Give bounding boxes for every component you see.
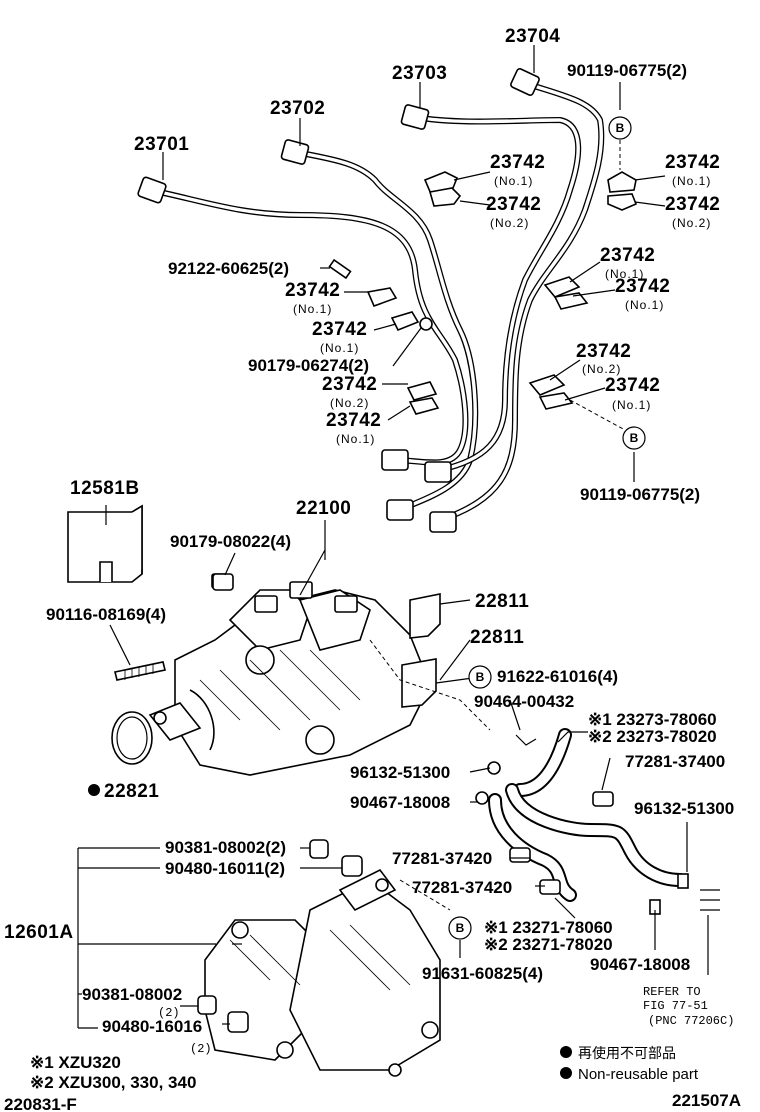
label-90467-a: 90467-18008 bbox=[350, 793, 450, 812]
non-reusable-marker-22821 bbox=[88, 784, 100, 796]
ref-b-label-4: B bbox=[456, 921, 465, 935]
label-90480-b: 90480-16016 bbox=[102, 1017, 202, 1036]
label-12581b: 12581B bbox=[70, 478, 140, 499]
label-23273-2: ※2 23273-78020 bbox=[588, 727, 717, 746]
o-ring-22821 bbox=[111, 711, 153, 765]
label-clamp-tr2-sub: (No.2) bbox=[672, 216, 711, 230]
label-clamp-r4-sub: (No.1) bbox=[612, 398, 651, 412]
label-clamp-tc2-sub: (No.2) bbox=[490, 216, 529, 230]
label-clamp-tc1-sub: (No.1) bbox=[494, 174, 533, 188]
label-23271-1: ※1 23271-78060 bbox=[484, 918, 613, 937]
label-90464: 90464-00432 bbox=[474, 692, 574, 711]
bracket-22811 bbox=[401, 593, 441, 708]
legend-marker-1 bbox=[560, 1046, 572, 1058]
label-91622: 91622-61016(4) bbox=[497, 667, 618, 686]
image-id: 221507A bbox=[672, 1091, 741, 1110]
ref-b-label-1: B bbox=[616, 121, 625, 135]
ref-b-circle-3 bbox=[468, 665, 492, 689]
label-90116: 90116-08169(4) bbox=[46, 605, 166, 624]
injection-pump-22100 bbox=[148, 549, 431, 776]
label-clamp-l2-sub: (No.1) bbox=[320, 341, 359, 355]
label-22821: 22821 bbox=[104, 781, 159, 802]
label-90119-top: 90119-06775(2) bbox=[567, 61, 687, 80]
label-clamp-l3-sub: (No.2) bbox=[330, 396, 369, 410]
label-96132-a: 96132-51300 bbox=[634, 799, 734, 818]
label-90381-b: 90381-08002 bbox=[82, 985, 182, 1004]
pump-bracket-12601a bbox=[197, 839, 441, 1077]
label-90381-b-qty: (2) bbox=[158, 1006, 180, 1020]
injection-pipes bbox=[137, 68, 605, 533]
gasket-12581b bbox=[67, 504, 143, 583]
label-clamp-r2-sub: (No.1) bbox=[625, 298, 664, 312]
label-clamp-l1-sub: (No.1) bbox=[293, 302, 332, 316]
label-90179-06274: 90179-06274(2) bbox=[248, 356, 369, 375]
label-77281-c: 77281-37420 bbox=[412, 878, 512, 897]
ref-b-label-3: B bbox=[476, 670, 485, 684]
fuel-hoses bbox=[475, 728, 689, 915]
label-clamp-tr1-sub: (No.1) bbox=[672, 174, 711, 188]
label-77281-b: 77281-37420 bbox=[392, 849, 492, 868]
label-90179-08022: 90179-08022(4) bbox=[170, 532, 291, 551]
label-90119-mid: 90119-06775(2) bbox=[580, 485, 700, 504]
label-clamp-r1: 23742 bbox=[600, 245, 655, 266]
label-23702: 23702 bbox=[270, 98, 325, 119]
label-clamp-l3: 23742 bbox=[322, 374, 377, 395]
label-90467-b: 90467-18008 bbox=[590, 955, 690, 974]
ref-b-circle-4 bbox=[448, 916, 472, 940]
pipe-clamps bbox=[328, 171, 638, 415]
bolts bbox=[212, 573, 234, 591]
legend-marker-2 bbox=[560, 1067, 572, 1079]
label-90480-a: 90480-16011(2) bbox=[165, 859, 285, 878]
stud-90116 bbox=[114, 661, 166, 681]
label-clamp-l1: 23742 bbox=[285, 280, 340, 301]
label-91631: 91631-60825(4) bbox=[422, 964, 543, 983]
label-clamp-l4: 23742 bbox=[326, 410, 381, 431]
label-clamp-r3: 23742 bbox=[576, 341, 631, 362]
label-96132-b: 96132-51300 bbox=[350, 763, 450, 782]
footnote-2: ※2 XZU300, 330, 340 bbox=[30, 1073, 196, 1092]
legend-en: Non-reusable part bbox=[578, 1066, 699, 1083]
label-clamp-tc1: 23742 bbox=[490, 152, 545, 173]
label-23271-2: ※2 23271-78020 bbox=[484, 935, 613, 954]
label-clamp-l4-sub: (No.1) bbox=[336, 432, 375, 446]
refer-line-2: FIG 77-51 bbox=[643, 999, 708, 1013]
label-77281-a: 77281-37400 bbox=[625, 752, 725, 771]
label-clamp-r2: 23742 bbox=[615, 276, 670, 297]
label-clamp-tc2: 23742 bbox=[486, 194, 541, 215]
label-clamp-l2: 23742 bbox=[312, 319, 367, 340]
label-23704: 23704 bbox=[505, 26, 560, 47]
label-90381-a: 90381-08002(2) bbox=[165, 838, 286, 857]
legend-jp: 再使用不可部品 bbox=[578, 1045, 676, 1062]
label-23703: 23703 bbox=[392, 63, 447, 84]
label-clamp-r1-sub: (No.1) bbox=[605, 267, 644, 281]
label-22100: 22100 bbox=[296, 498, 351, 519]
label-clamp-tr2: 23742 bbox=[665, 194, 720, 215]
refer-line-1: REFER TO bbox=[643, 985, 701, 999]
footnote-1: ※1 XZU320 bbox=[30, 1053, 121, 1072]
label-clamp-tr1: 23742 bbox=[665, 152, 720, 173]
leader-lines bbox=[77, 45, 720, 1029]
label-clamp-r4: 23742 bbox=[605, 375, 660, 396]
ref-b-circle-2 bbox=[622, 426, 646, 450]
figure-id: 220831-F bbox=[4, 1095, 77, 1112]
label-90480-b-qty: (2) bbox=[190, 1042, 212, 1056]
label-22811-a: 22811 bbox=[475, 591, 529, 612]
reference-marks: B B B B bbox=[448, 116, 646, 940]
label-clamp-r3-sub: (No.2) bbox=[582, 362, 621, 376]
ref-b-label-2: B bbox=[630, 431, 639, 445]
part-labels: 23701 23702 23703 23704 90119-06775(2) 2… bbox=[4, 26, 734, 1056]
label-22811-b: 22811 bbox=[470, 627, 524, 648]
label-23701: 23701 bbox=[134, 134, 189, 155]
ref-b-circle-1 bbox=[608, 116, 632, 140]
label-12601a: 12601A bbox=[4, 922, 74, 943]
refer-line-3: (PNC 77206C) bbox=[648, 1014, 734, 1028]
footer: ※1 XZU320 ※2 XZU300, 330, 340 220831-F 再… bbox=[4, 1045, 741, 1112]
label-23273-1: ※1 23273-78060 bbox=[588, 710, 717, 729]
label-92122: 92122-60625(2) bbox=[168, 259, 289, 278]
